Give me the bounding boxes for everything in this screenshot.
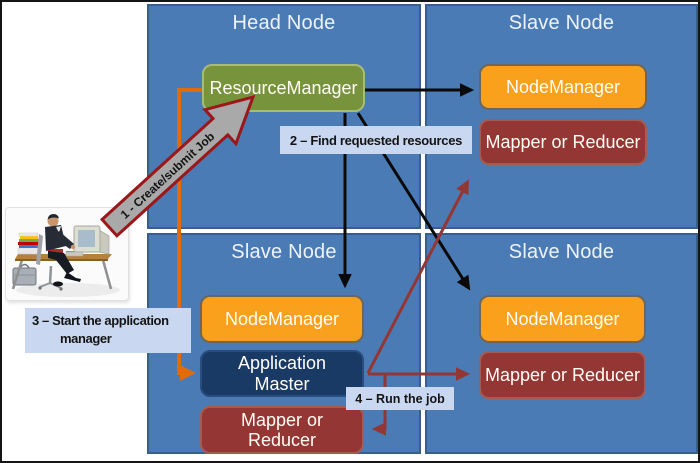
step4-text: 4 – Run the job: [355, 391, 445, 406]
person-icon: [36, 214, 81, 291]
head-node: Head Node: [147, 4, 421, 229]
step3-label: 3 – Start the application manager: [25, 308, 191, 353]
node-manager-box-bottom-left: NodeManager: [200, 295, 364, 343]
application-master-label-line2: Master: [254, 373, 310, 394]
node-manager-label: NodeManager: [505, 76, 621, 97]
user-photo: [5, 207, 129, 301]
slave-node-bottom-right: Slave Node: [425, 233, 698, 454]
step4-label: 4 – Run the job: [346, 387, 454, 410]
step2-text: 2 – Find requested resources: [289, 132, 463, 148]
slave-node-top-right-title: Slave Node: [508, 12, 615, 34]
computer-icon: [65, 225, 110, 257]
mapper-reducer-box-top-right: Mapper or Reducer: [479, 119, 647, 165]
node-manager-box-top-right: NodeManager: [479, 64, 647, 110]
mapper-reducer-box-bottom-right: Mapper or Reducer: [479, 351, 646, 399]
slave-node-bottom-right-title: Slave Node: [508, 241, 615, 263]
mapper-reducer-label-line2: Reducer: [247, 430, 317, 450]
node-manager-label: NodeManager: [224, 308, 340, 329]
step3-text-line1: 3 – Start the application: [32, 313, 169, 328]
slave-node-bottom-left-title: Slave Node: [231, 241, 337, 263]
mapper-reducer-box-bottom-left: Mapper or Reducer: [200, 406, 364, 454]
head-node-title: Head Node: [232, 12, 336, 34]
mapper-reducer-label-line1: Mapper or: [240, 409, 324, 430]
papers-stack-icon: [17, 232, 41, 255]
red-tray: [48, 249, 63, 254]
mapper-reducer-label: Mapper or Reducer: [485, 131, 641, 152]
node-manager-box-bottom-right: NodeManager: [479, 295, 646, 343]
application-master-box: Application Master: [200, 350, 364, 397]
slave-node-top-right: Slave Node: [425, 4, 698, 229]
resource-manager-box: ResourceManager: [202, 64, 365, 112]
resource-manager-label: ResourceManager: [209, 77, 358, 98]
application-master-label-line1: Application: [237, 353, 327, 374]
step3-text-line2: manager: [60, 330, 112, 346]
step2-label: 2 – Find requested resources: [280, 126, 472, 154]
node-manager-label: NodeManager: [505, 308, 620, 329]
person-at-desk-icon: [11, 214, 120, 297]
mapper-reducer-label: Mapper or Reducer: [484, 364, 641, 385]
